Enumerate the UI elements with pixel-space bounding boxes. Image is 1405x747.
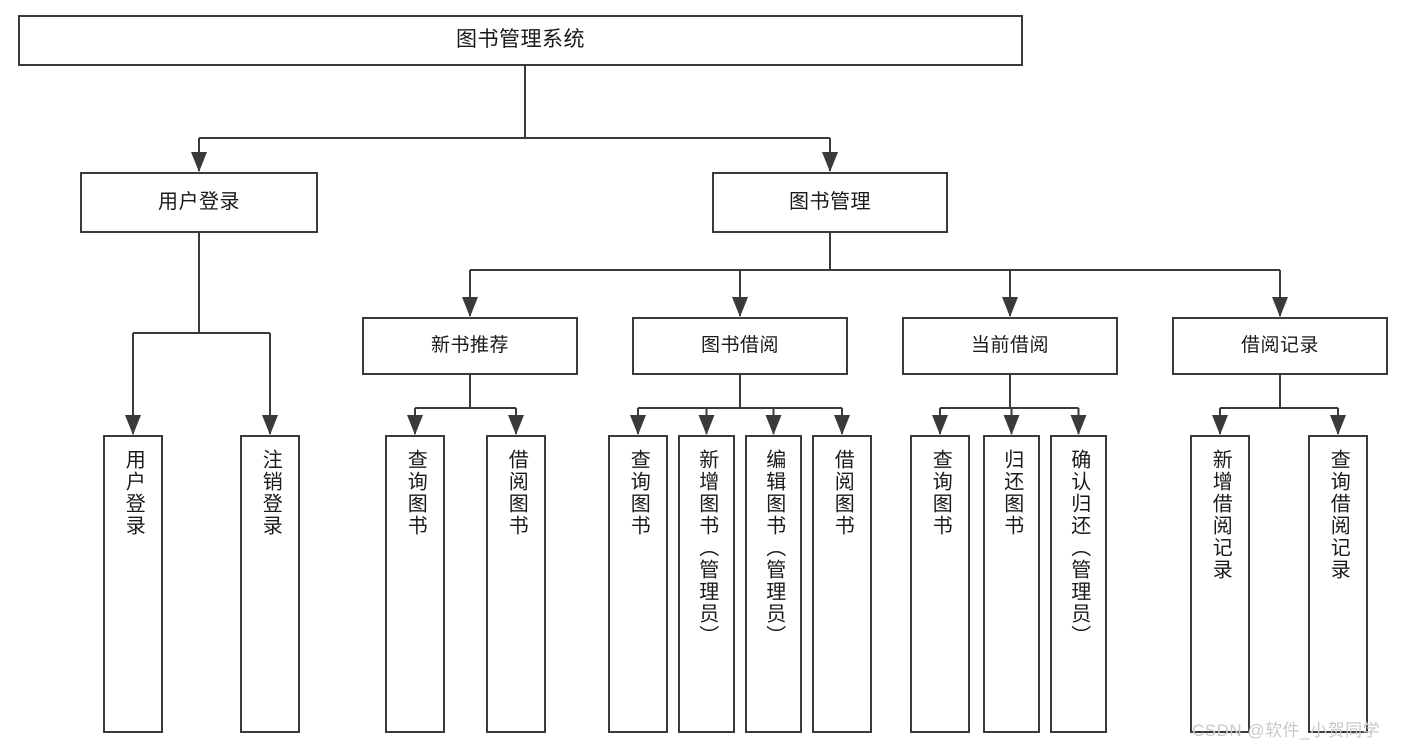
arrow-head-icon — [508, 415, 524, 435]
node-newbook[interactable]: 新书推荐 — [362, 317, 578, 375]
arrow-head-icon — [732, 297, 748, 317]
node-label: 归还图书 — [1000, 449, 1023, 537]
node-label: 查询借阅记录 — [1327, 449, 1350, 581]
node-l-b1[interactable]: 借阅图书 — [486, 435, 546, 733]
arrow-head-icon — [765, 415, 782, 435]
arrow-head-icon — [1272, 297, 1288, 317]
node-label: 编辑图书（管理员） — [762, 449, 785, 647]
node-l-add[interactable]: 新增图书（管理员） — [678, 435, 735, 733]
arrow-head-icon — [698, 415, 715, 435]
arrow-head-icon — [1330, 415, 1346, 435]
arrow-head-icon — [462, 297, 478, 317]
arrow-head-icon — [1003, 415, 1020, 435]
node-label: 图书借阅 — [700, 334, 779, 356]
node-l-q1[interactable]: 查询图书 — [385, 435, 445, 733]
node-l-login[interactable]: 用户登录 — [103, 435, 163, 733]
node-login[interactable]: 用户登录 — [80, 172, 318, 233]
arrow-head-icon — [1002, 297, 1018, 317]
node-root[interactable]: 图书管理系统 — [18, 15, 1023, 66]
arrow-head-icon — [407, 415, 423, 435]
arrow-head-icon — [834, 415, 850, 435]
node-l-b2[interactable]: 借阅图书 — [812, 435, 872, 733]
node-label: 查询图书 — [627, 449, 650, 537]
arrow-head-icon — [262, 415, 278, 435]
node-records[interactable]: 借阅记录 — [1172, 317, 1388, 375]
node-label: 查询图书 — [929, 449, 952, 537]
arrow-head-icon — [125, 415, 141, 435]
node-l-addrec[interactable]: 新增借阅记录 — [1190, 435, 1250, 733]
node-l-logout[interactable]: 注销登录 — [240, 435, 300, 733]
node-l-edit[interactable]: 编辑图书（管理员） — [745, 435, 802, 733]
node-l-q3[interactable]: 查询图书 — [910, 435, 970, 733]
node-label: 用户登录 — [158, 190, 240, 213]
node-label: 图书管理系统 — [456, 28, 585, 52]
node-label: 借阅图书 — [831, 449, 854, 537]
arrow-head-icon — [191, 152, 207, 172]
node-borrow[interactable]: 图书借阅 — [632, 317, 848, 375]
node-label: 新书推荐 — [430, 334, 509, 356]
node-label: 查询图书 — [404, 449, 427, 537]
node-label: 借阅图书 — [505, 449, 528, 537]
node-l-ret[interactable]: 归还图书 — [983, 435, 1040, 733]
arrow-head-icon — [822, 152, 838, 172]
arrow-head-icon — [1212, 415, 1228, 435]
node-l-q2[interactable]: 查询图书 — [608, 435, 668, 733]
node-label: 当前借阅 — [970, 334, 1049, 356]
node-l-qrec[interactable]: 查询借阅记录 — [1308, 435, 1368, 733]
node-label: 确认归还（管理员） — [1067, 449, 1090, 647]
arrow-head-icon — [630, 415, 646, 435]
node-label: 注销登录 — [259, 449, 282, 537]
node-label: 借阅记录 — [1240, 334, 1319, 356]
node-bookmgmt[interactable]: 图书管理 — [712, 172, 948, 233]
node-current[interactable]: 当前借阅 — [902, 317, 1118, 375]
node-l-conf[interactable]: 确认归还（管理员） — [1050, 435, 1107, 733]
node-label: 新增图书（管理员） — [695, 449, 718, 647]
node-label: 用户登录 — [122, 449, 145, 537]
node-label: 图书管理 — [789, 190, 871, 213]
arrow-head-icon — [932, 415, 948, 435]
node-label: 新增借阅记录 — [1209, 449, 1232, 581]
arrow-head-icon — [1070, 415, 1087, 435]
